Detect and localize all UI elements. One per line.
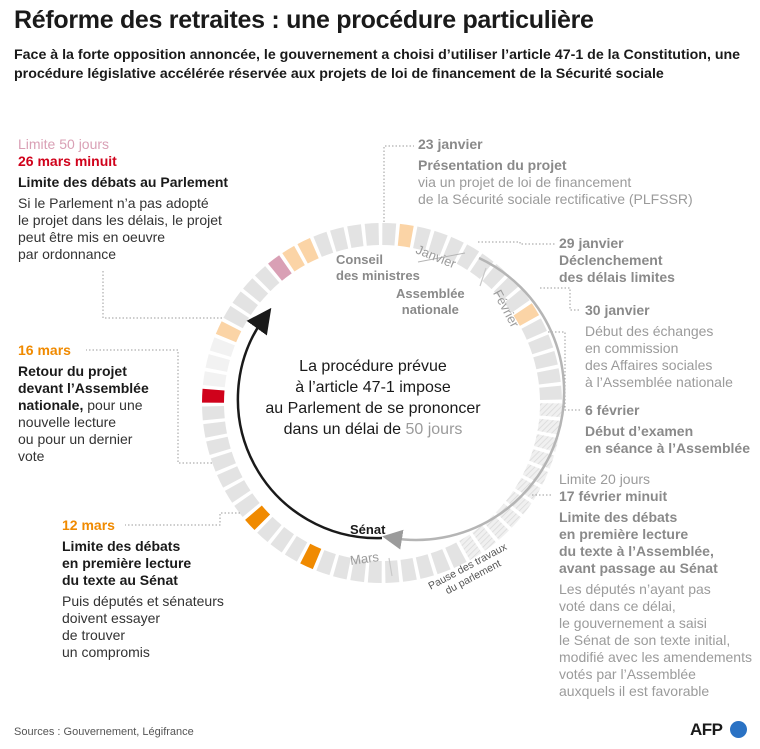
month-divider-jan-feb: [479, 267, 487, 287]
senat-arc-arrow: [236, 307, 383, 540]
ring-day-segment: [224, 480, 251, 503]
ring-day-segment: [364, 223, 379, 246]
ring-day-segment: [257, 516, 282, 542]
ring-day-segment: [470, 253, 494, 279]
ring-day-segment: [350, 558, 367, 583]
center-text: La procédure prévue à l’article 47-1 imp…: [265, 358, 481, 438]
conseil-leader: [417, 252, 466, 263]
ring-day-segment: [504, 289, 530, 313]
leader-line: [102, 270, 222, 319]
ring-day-segment: [206, 436, 231, 455]
event-17-fevrier: Limite 20 jours 17 février minuit Limite…: [559, 471, 752, 699]
ring-day-segment: [367, 560, 382, 583]
ring-day-segment: [300, 543, 322, 570]
ring-day-segment: [202, 371, 227, 388]
ring-day-segment: [268, 255, 292, 281]
ring-day-segment: [400, 558, 417, 582]
afp-logo: AFP: [690, 720, 723, 739]
assemblee-arc-arrow: [382, 256, 566, 550]
ring-day-segment: [270, 527, 294, 553]
ring-day-segment: [537, 418, 562, 435]
ring-day-segment: [415, 554, 434, 579]
ring-day-segment: [217, 466, 243, 488]
ring-day-segment: [210, 451, 236, 472]
ring-day-segment: [330, 227, 349, 252]
event-16-mars: 16 mars Retour du projet devant l’Assemb…: [18, 342, 149, 464]
ring-day-segment: [506, 491, 532, 515]
ring-day-segment: [385, 560, 400, 583]
ring-day-segment: [313, 231, 334, 257]
ring-day-segment: [533, 351, 558, 370]
ring-day-segment: [472, 525, 496, 551]
ring-day-segment: [203, 421, 227, 438]
ring-day-segment: [513, 303, 540, 326]
ring-day-segment: [202, 388, 225, 403]
ring-day-segment: [382, 223, 397, 246]
ring-day-segment: [413, 226, 431, 251]
day-ring: [202, 223, 562, 583]
ring-day-segment: [537, 368, 561, 385]
ring-day-segment: [254, 266, 280, 292]
leader-line: [540, 287, 580, 311]
ring-day-segment: [243, 278, 269, 303]
ring-day-segment: [521, 318, 547, 340]
ring-day-segment: [215, 321, 242, 343]
senat-label: Sénat: [350, 522, 386, 537]
ring-day-segment: [539, 403, 562, 418]
event-6-fevrier: 6 février Début d’examen en séance à l’A…: [585, 402, 750, 456]
ring-day-segment: [428, 230, 448, 256]
ring-day-segment: [445, 542, 467, 568]
event-29-janvier: 29 janvier Déclenchement des délais limi…: [559, 235, 675, 285]
leader-line: [383, 145, 414, 222]
sources: Sources : Gouvernement, Légifrance: [14, 726, 194, 738]
ring-day-segment: [522, 463, 549, 485]
ring-day-segment: [333, 555, 351, 580]
leader-lines: [86, 145, 580, 526]
afp-logo-dot: [730, 721, 747, 738]
ring-day-segment: [223, 305, 249, 329]
ring-day-segment: [202, 406, 225, 421]
ring-day-segment: [245, 505, 271, 531]
ring-day-segment: [282, 245, 305, 272]
ring-day-segment: [493, 275, 519, 301]
leader-line: [548, 331, 580, 411]
ring-day-segment: [529, 449, 555, 469]
leader-line: [125, 512, 240, 526]
event-23-janvier: 23 janvier Présentation du projet via un…: [418, 136, 693, 207]
ring-day-segment: [459, 534, 482, 561]
ring-day-segment: [347, 224, 364, 248]
ring-day-segment: [495, 503, 521, 528]
ring-day-segment: [297, 238, 319, 264]
ring-day-segment: [209, 337, 235, 357]
ring-day-segment: [528, 334, 554, 355]
ring-day-segment: [430, 549, 451, 575]
event-26-mars: Limite 50 jours 26 mars minuit Limite de…: [18, 136, 229, 262]
event-12-mars: 12 mars Limite des débats en première le…: [62, 517, 224, 660]
ring-day-segment: [397, 223, 414, 248]
ring-day-segment: [539, 385, 562, 400]
ring-day-segment: [456, 244, 480, 270]
ring-day-segment: [316, 550, 336, 576]
ring-day-segment: [234, 493, 260, 517]
leader-line: [478, 241, 555, 245]
page-title: Réforme des retraites : une procédure pa…: [14, 6, 594, 34]
ring-day-segment: [205, 354, 230, 372]
subtitle: Face à la forte opposition annoncée, le …: [14, 47, 741, 82]
leader-line: [86, 349, 212, 464]
month-divider-feb-mar: [388, 557, 393, 577]
event-30-janvier: 30 janvier Début des échanges en commiss…: [585, 302, 733, 390]
ring-day-segment: [284, 536, 308, 562]
